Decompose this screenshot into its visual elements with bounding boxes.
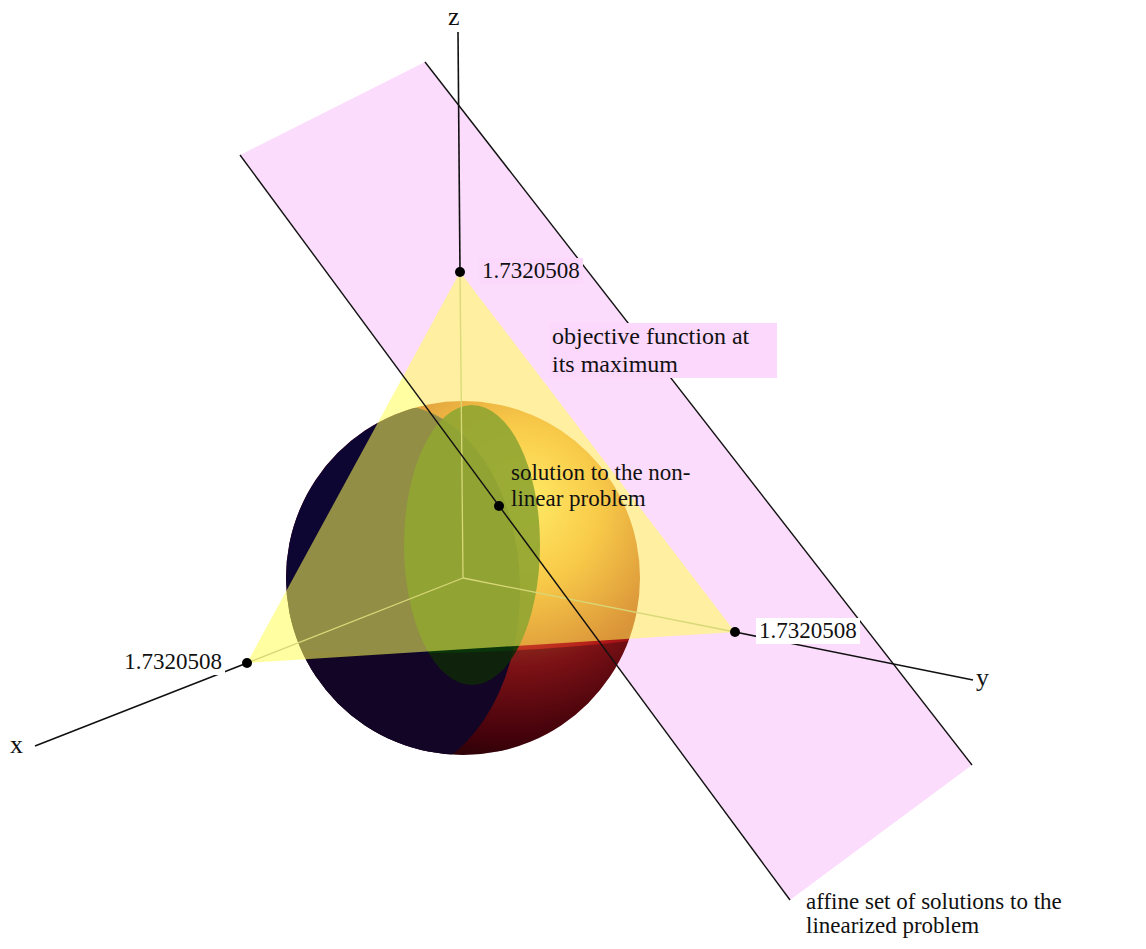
plane-edges bbox=[240, 62, 972, 900]
axis-label: x bbox=[10, 730, 23, 760]
coordinate-value: 1.7320508 bbox=[479, 258, 583, 284]
coordinate-value: 1.7320508 bbox=[121, 649, 225, 675]
coordinate-value: 1.7320508 bbox=[756, 618, 860, 644]
affine-plane bbox=[240, 62, 972, 900]
axis-label: y bbox=[976, 663, 989, 693]
plane-note: objective function at its maximum bbox=[549, 323, 777, 378]
plane-note: affine set of solutions to the linearize… bbox=[806, 890, 1142, 938]
axis-label: z bbox=[448, 2, 460, 32]
axes bbox=[35, 32, 973, 746]
solution-note: solution to the non-linear problem bbox=[511, 460, 736, 513]
